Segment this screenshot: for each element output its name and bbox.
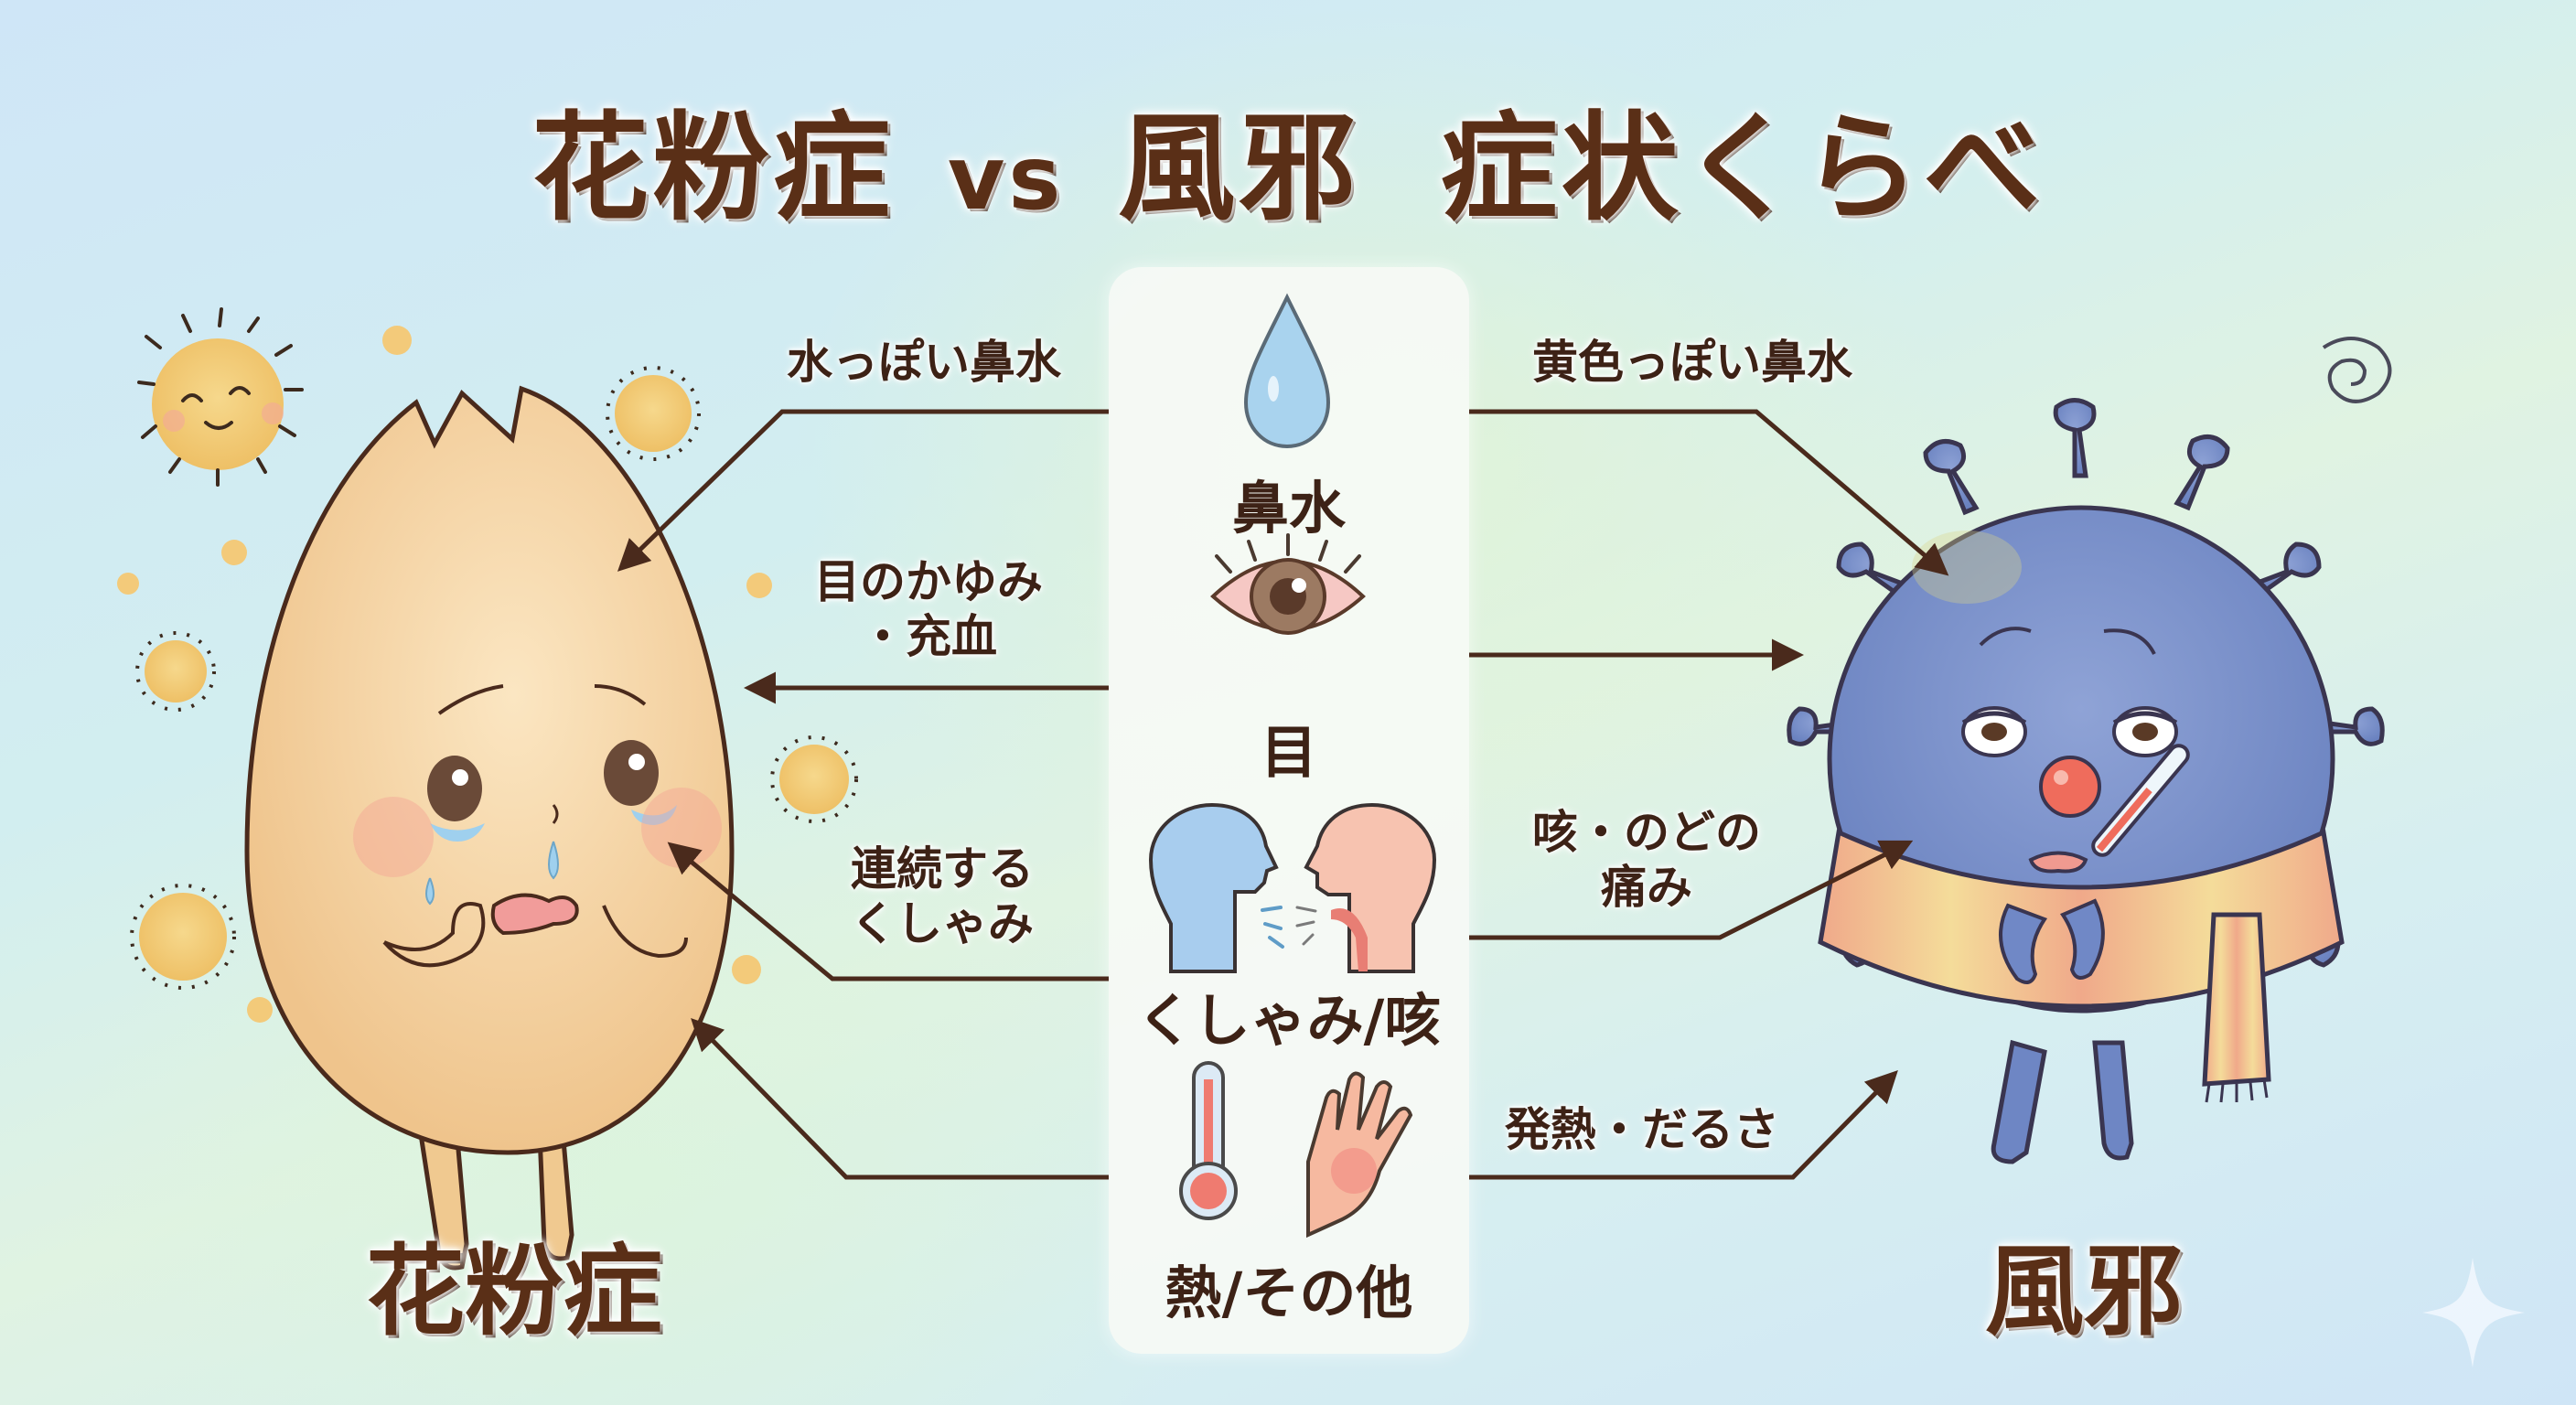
arrow-runny-nose-left [617,409,1109,572]
hay-fever-symptom-eye: 目のかゆみ ・充血 [787,554,1070,664]
hay-fever-symptom-sneeze-line2: くしゃみ [851,897,1034,950]
red-eye-icon [1210,533,1366,635]
pollen-dot-icon [382,326,412,355]
pollen-dot-icon [247,997,273,1023]
red-nose-icon [2039,756,2101,818]
cold-symptom-cough: 咳・のどの 痛み [1509,805,1784,915]
cold-symptom-cough-line1: 咳・のどの [1532,806,1761,859]
water-drop-icon [1243,293,1331,449]
page-title: 花粉症 vs 風邪 症状くらべ [0,73,2576,242]
category-panel [1109,267,1469,1354]
sneeze-cough-heads-icon [1148,802,1437,973]
cold-symptom-cough-line2: 痛み [1601,861,1692,914]
arrow-runny-nose-right [1469,409,1949,576]
arrow-fever-right [1469,1070,1898,1180]
title-cold: 風邪 [1118,101,1360,237]
smiling-pollen-icon [137,307,304,487]
dizzy-swirl-icon [2322,337,2392,403]
pollen-grain-icon [130,884,236,990]
hay-fever-character [244,385,735,1271]
pollen-grain-icon [135,631,216,712]
category-label-fever-other: 熱/その他 [1165,1260,1413,1326]
pollen-dot-icon [746,573,772,598]
hay-fever-arrows [617,409,1109,1180]
category-label-sneeze-cough: くしゃみ/咳 [1136,987,1442,1054]
title-suffix: 症状くらべ [1440,101,2045,237]
category-label-eye: 目 [1260,719,1317,786]
cold-name: 風邪 [1985,1235,2184,1349]
hay-fever-symptom-sneeze-line1: 連続する [851,842,1034,896]
hay-fever-symptom-eye-line1: 目のかゆみ [814,555,1043,608]
sparkle-icon [2422,1258,2525,1367]
thermometer-in-mouth-icon [2091,744,2190,857]
pollen-decorations [117,307,858,1023]
category-label-runny-nose: 鼻水 [1231,475,1346,542]
title-vs: vs [947,127,1065,230]
cold-character [1787,398,2385,1164]
pollen-dot-icon [117,573,139,595]
arrow-cough-right [1469,840,1914,940]
title-hay-fever: 花粉症 [531,101,895,237]
hay-fever-symptom-sneeze: 連続する くしゃみ [823,842,1061,951]
cold-symptom-runny-nose: 黄色っぽい鼻水 [1532,336,1852,389]
cold-arrows [1469,409,1949,1180]
thermometer-hand-icon [1179,1061,1413,1239]
arrow-other-left [691,1017,1109,1180]
arrow-sneeze-left [667,842,1109,981]
hay-fever-symptom-eye-line2: ・充血 [860,610,997,663]
hay-fever-symptom-runny-nose: 水っぽい鼻水 [787,336,1061,389]
pollen-grain-icon [770,735,858,823]
pollen-grain-icon [606,366,701,461]
pollen-dot-icon [221,540,247,565]
hay-fever-name: 花粉症 [366,1235,663,1349]
pollen-dot-icon [732,955,761,984]
cold-symptom-fever: 発熱・だるさ [1505,1103,1779,1156]
